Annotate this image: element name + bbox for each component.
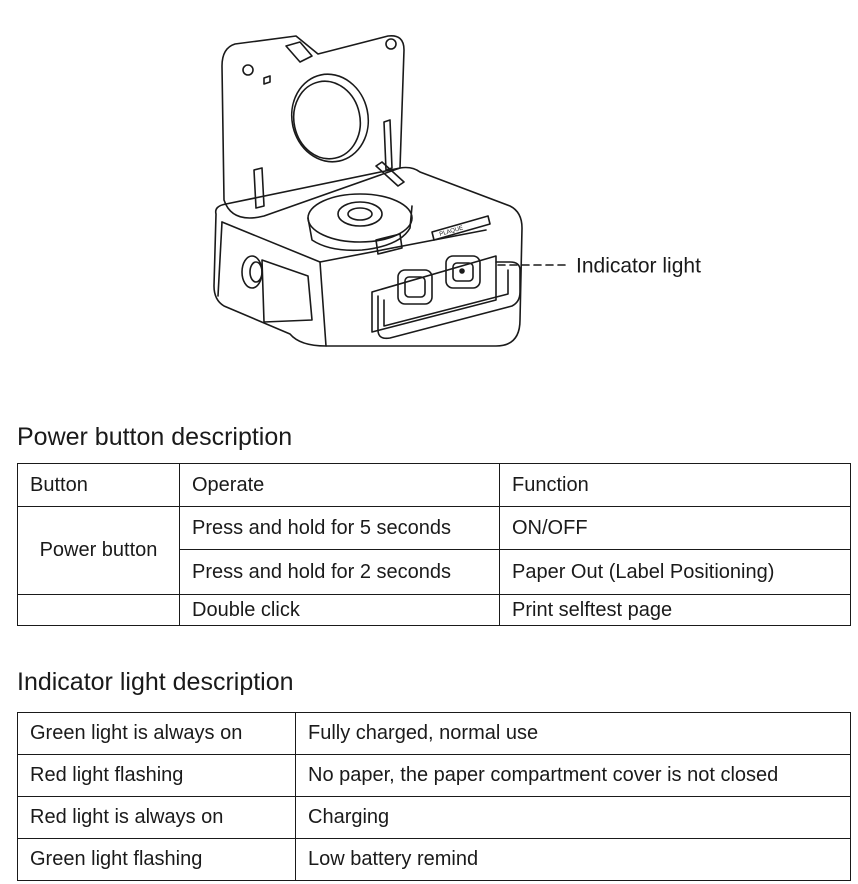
light-meaning-cell: No paper, the paper compartment cover is… bbox=[295, 754, 851, 797]
printer-body bbox=[213, 166, 523, 347]
table-row: Green light flashing Low battery remind bbox=[17, 838, 851, 881]
callout-indicator-light: Indicator light bbox=[576, 255, 701, 278]
power-button-graphic bbox=[397, 269, 433, 305]
table-header-row: Button Operate Function bbox=[17, 463, 851, 507]
table-row: Double click Print selftest page bbox=[17, 594, 851, 626]
light-state-cell: Green light flashing bbox=[17, 838, 296, 881]
operate-cell: Double click bbox=[179, 594, 500, 626]
operate-cell: Press and hold for 5 seconds bbox=[179, 506, 500, 550]
power-button-table: Button Operate Function Power button Pre… bbox=[17, 463, 851, 626]
light-state-cell: Red light flashing bbox=[17, 754, 296, 797]
light-state-cell: Green light is always on bbox=[17, 712, 296, 755]
printer-illustration: Indicator light PLAQUE bbox=[213, 34, 701, 347]
light-meaning-cell: Fully charged, normal use bbox=[295, 712, 851, 755]
table-row: Red light is always on Charging bbox=[17, 796, 851, 839]
table-row: Red light flashing No paper, the paper c… bbox=[17, 754, 851, 797]
power-button-cell: Power button bbox=[17, 506, 180, 595]
light-meaning-cell: Low battery remind bbox=[295, 838, 851, 881]
table-row: Green light is always on Fully charged, … bbox=[17, 712, 851, 755]
indicator-button-graphic bbox=[445, 255, 481, 289]
function-cell: Print selftest page bbox=[499, 594, 851, 626]
power-section-title: Power button description bbox=[17, 423, 293, 451]
indicator-light-table: Green light is always on Fully charged, … bbox=[17, 712, 851, 881]
table-row: Press and hold for 2 seconds Paper Out (… bbox=[18, 549, 851, 595]
function-cell: Paper Out (Label Positioning) bbox=[499, 549, 851, 595]
header-operate: Operate bbox=[179, 463, 500, 507]
header-button: Button bbox=[17, 463, 180, 507]
indicator-light-dot bbox=[459, 268, 465, 274]
light-meaning-cell: Charging bbox=[295, 796, 851, 839]
light-state-cell: Red light is always on bbox=[17, 796, 296, 839]
empty-button-cell bbox=[17, 594, 180, 626]
table-row: Power button Press and hold for 5 second… bbox=[17, 506, 851, 595]
function-cell: ON/OFF bbox=[499, 506, 851, 550]
operate-cell: Press and hold for 2 seconds bbox=[179, 549, 500, 595]
header-function: Function bbox=[499, 463, 851, 507]
indicator-section-title: Indicator light description bbox=[17, 668, 294, 696]
printer-lid bbox=[221, 34, 405, 219]
